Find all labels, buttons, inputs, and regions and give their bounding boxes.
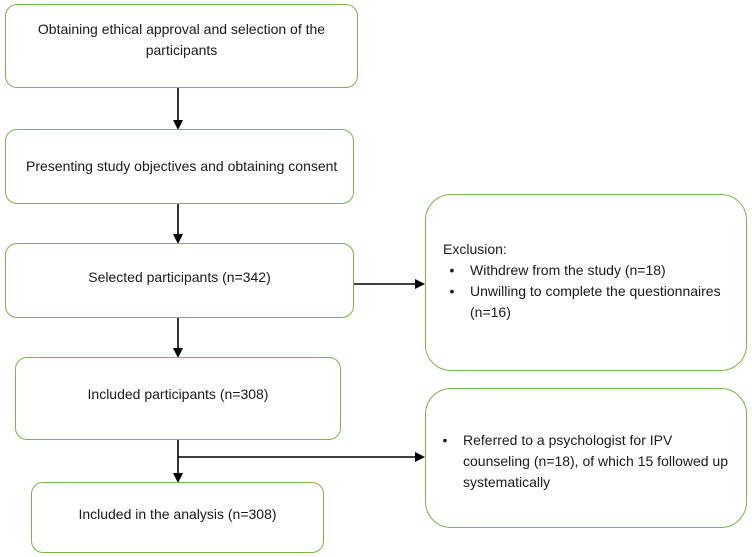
box-ethical-approval-text: Obtaining ethical approval and selection… bbox=[37, 21, 326, 58]
box-included-participants-text: Included participants (n=308) bbox=[87, 386, 269, 402]
exclusion-item: • Withdrew from the study (n=18) bbox=[443, 260, 732, 281]
box-study-objectives-text: Presenting study objectives and obtainin… bbox=[26, 158, 338, 174]
bullet-icon: • bbox=[449, 262, 455, 278]
box-ethical-approval: Obtaining ethical approval and selection… bbox=[5, 4, 358, 88]
exclusion-item-text: Withdrew from the study (n=18) bbox=[470, 262, 666, 278]
exclusion-list: • Withdrew from the study (n=18) • Unwil… bbox=[443, 260, 732, 323]
box-referral: • Referred to a psychologist for IPV cou… bbox=[425, 388, 747, 528]
exclusion-item-text: Unwilling to complete the questionnaires… bbox=[470, 283, 721, 320]
box-selected-participants: Selected participants (n=342) bbox=[5, 243, 354, 318]
referral-item-text: Referred to a psychologist for IPV couns… bbox=[463, 432, 729, 490]
exclusion-item: • Unwilling to complete the questionnair… bbox=[443, 281, 732, 323]
box-included-analysis-text: Included in the analysis (n=308) bbox=[78, 506, 277, 522]
referral-item: • Referred to a psychologist for IPV cou… bbox=[436, 430, 732, 493]
referral-list: • Referred to a psychologist for IPV cou… bbox=[436, 430, 732, 493]
box-study-objectives: Presenting study objectives and obtainin… bbox=[5, 129, 354, 204]
box-included-participants: Included participants (n=308) bbox=[15, 357, 341, 440]
bullet-icon: • bbox=[449, 283, 455, 299]
bullet-icon: • bbox=[442, 432, 448, 448]
box-included-analysis: Included in the analysis (n=308) bbox=[31, 482, 324, 553]
exclusion-title: Exclusion: bbox=[443, 241, 507, 257]
box-selected-participants-text: Selected participants (n=342) bbox=[88, 269, 271, 285]
box-exclusion: Exclusion: • Withdrew from the study (n=… bbox=[425, 194, 747, 371]
